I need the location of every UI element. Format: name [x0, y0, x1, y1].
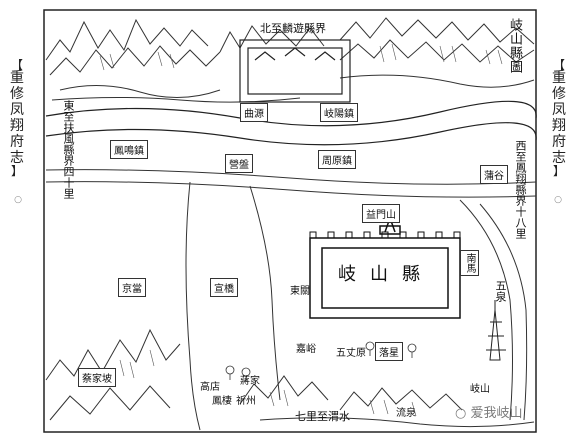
page-number-left: ○ — [14, 195, 22, 205]
place-puyu: 蒲谷 — [480, 165, 508, 184]
watermark-text: 爱我岐山 — [470, 406, 523, 421]
place-yingpan: 營盤 — [225, 154, 253, 173]
northern-town — [239, 39, 351, 103]
map-frame — [43, 9, 537, 433]
place-quyuan: 曲源 — [240, 103, 268, 122]
place-zaolin: 蔡家坡 — [78, 368, 116, 387]
place-nanma: 南馬 — [460, 250, 479, 276]
pagoda — [486, 300, 506, 361]
place-dongguan: 東關 — [290, 286, 310, 297]
southern-hills — [45, 328, 535, 428]
place-jiawei: 嘉峪 — [296, 344, 316, 355]
northern-mountains — [45, 17, 535, 103]
place-jingdang: 京當 — [118, 278, 146, 297]
place-wuzhang: 五丈原 — [336, 348, 366, 359]
place-gaodian: 高店 — [200, 382, 220, 393]
place-fengqi: 鳳棲 — [212, 396, 232, 407]
place-jiangjia: 蔣家 — [240, 376, 260, 387]
place-fengming: 鳳鳴鎮 — [110, 140, 148, 159]
place-luosu: 落星 — [375, 342, 403, 361]
city-name: 岐山縣 — [338, 264, 434, 285]
wechat-icon: ○ — [455, 406, 467, 421]
south-boundary-label: 七里至渭水 — [295, 410, 350, 423]
roads — [45, 169, 537, 431]
page-number-right: ○ — [554, 195, 562, 205]
trees — [225, 341, 417, 382]
place-qizhou: 祈州 — [236, 396, 256, 407]
upper-river — [45, 100, 537, 146]
watermark: ○ 爱我岐山 — [455, 402, 523, 421]
place-yimengshan: 益門山 — [362, 204, 400, 223]
county-city — [309, 215, 461, 319]
west-boundary-label: 西至鳳翔縣界十八里 — [514, 140, 527, 239]
place-liuquan: 流泉 — [396, 408, 416, 419]
side-label-left: 【 重 修 凤 翔 府 志 】 — [10, 58, 24, 178]
place-qiyang: 岐陽鎮 — [320, 103, 358, 122]
east-boundary-label: 東至扶風縣界四十里 — [62, 100, 75, 199]
side-label-right: 【 重 修 凤 翔 府 志 】 — [552, 58, 566, 178]
place-wuquan: 五泉 — [494, 280, 507, 302]
place-yishan: 岐山 — [470, 384, 490, 395]
county-map — [43, 9, 537, 433]
place-xuanjiao: 宣橋 — [210, 278, 238, 297]
map-title: 岐山縣圖 — [507, 18, 522, 74]
place-zhouyuan: 周原鎮 — [318, 150, 356, 169]
north-boundary-label: 北至麟遊縣界 — [260, 22, 326, 35]
